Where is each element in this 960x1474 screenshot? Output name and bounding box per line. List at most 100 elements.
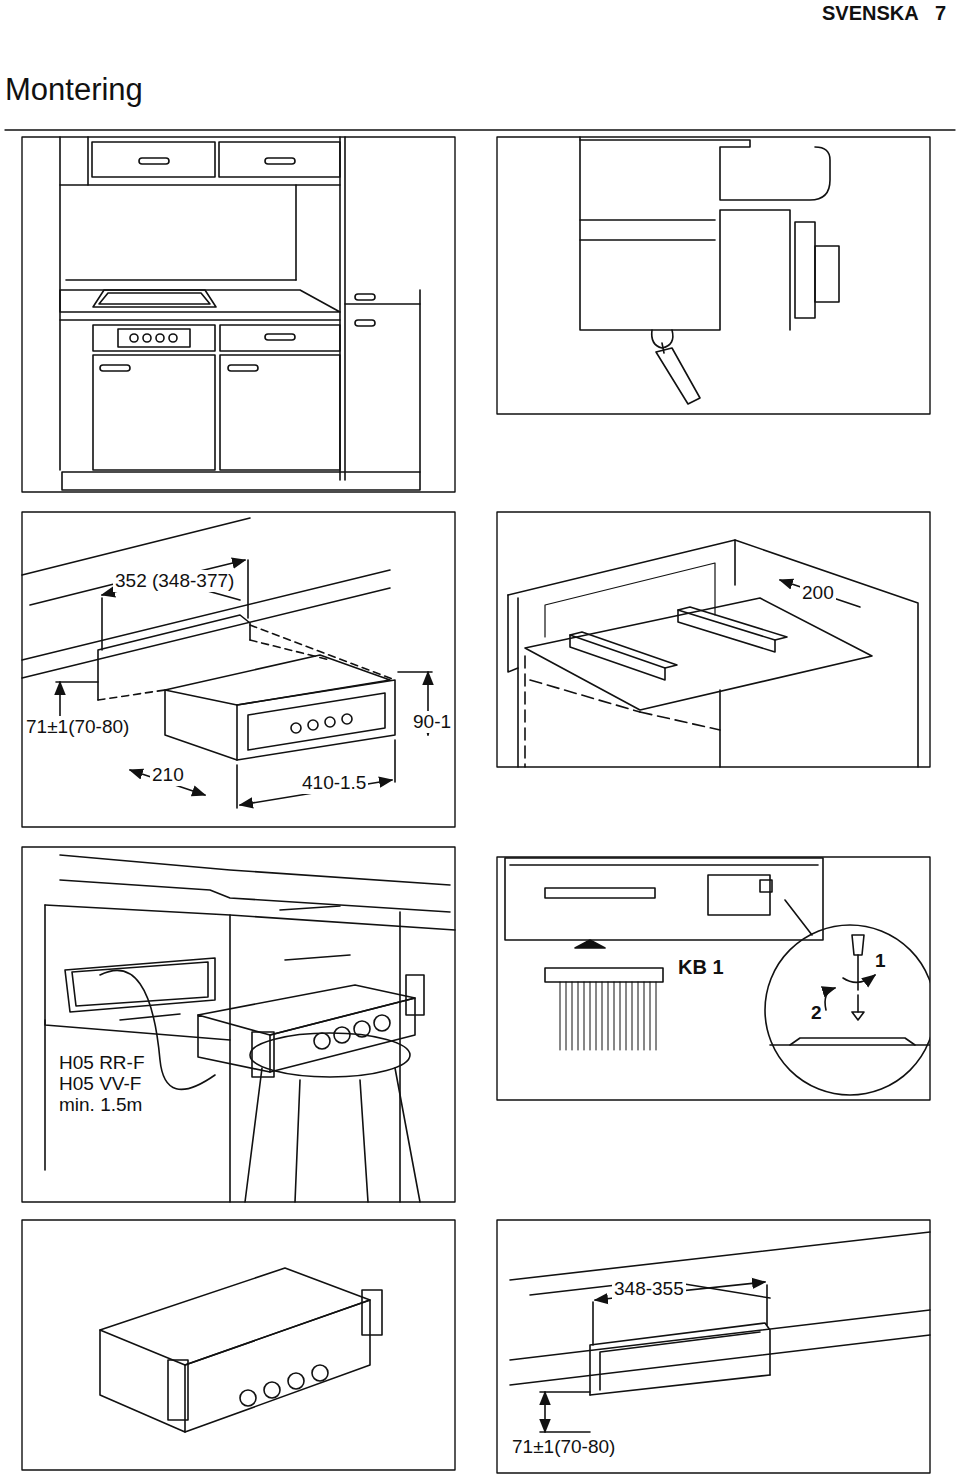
cabinet-strips bbox=[508, 540, 918, 767]
line-art bbox=[344, 137, 346, 480]
line-art bbox=[590, 1375, 770, 1395]
line-art bbox=[120, 1014, 180, 1020]
dimension: 71±1(70-80) bbox=[24, 716, 131, 738]
line-art bbox=[66, 279, 296, 281]
line-art bbox=[248, 693, 385, 750]
line-art bbox=[362, 1290, 382, 1335]
dimension: 348-355 bbox=[612, 1278, 686, 1300]
line-art bbox=[168, 1360, 188, 1420]
line-art bbox=[314, 1033, 330, 1049]
line-art bbox=[510, 864, 818, 866]
cable-spec: H05 RR-F bbox=[57, 1052, 147, 1074]
line-art bbox=[265, 334, 295, 340]
line-art bbox=[570, 632, 677, 668]
line-art bbox=[790, 1038, 915, 1045]
page-title: Montering bbox=[5, 72, 143, 108]
line-art bbox=[22, 570, 390, 660]
line-art bbox=[165, 690, 237, 760]
line-art bbox=[544, 1392, 546, 1432]
line-art bbox=[575, 940, 605, 948]
line-art bbox=[130, 334, 138, 342]
line-art bbox=[102, 560, 245, 595]
dimension: 210 bbox=[150, 764, 186, 786]
line-art bbox=[240, 1390, 256, 1406]
dimension: 410-1.5 bbox=[300, 772, 368, 794]
line-art bbox=[678, 607, 787, 640]
line-art bbox=[62, 472, 420, 490]
line-art bbox=[101, 598, 103, 650]
line-art bbox=[780, 580, 860, 607]
line-art bbox=[394, 740, 396, 782]
line-art bbox=[760, 880, 772, 892]
line-art bbox=[540, 1431, 590, 1433]
line-art bbox=[795, 222, 815, 318]
line-art bbox=[770, 1044, 930, 1046]
line-art bbox=[22, 588, 390, 678]
line-art bbox=[766, 1285, 768, 1325]
dimension: 71±1(70-80) bbox=[510, 1436, 617, 1458]
line-art bbox=[22, 137, 930, 1473]
line-art bbox=[139, 158, 169, 164]
line-art bbox=[220, 325, 340, 351]
line-art bbox=[590, 1323, 770, 1395]
line-art bbox=[250, 640, 330, 660]
line-art bbox=[325, 717, 335, 727]
line-art bbox=[580, 219, 715, 221]
line-art bbox=[143, 334, 151, 342]
line-art bbox=[510, 1310, 930, 1360]
line-art bbox=[265, 158, 295, 164]
line-art bbox=[56, 681, 98, 683]
line-art bbox=[219, 142, 340, 177]
line-art bbox=[60, 319, 340, 321]
line-art bbox=[355, 320, 375, 326]
step-number: 1 bbox=[873, 950, 888, 972]
line-art bbox=[355, 294, 375, 300]
line-art bbox=[342, 714, 352, 724]
line-art bbox=[580, 140, 830, 200]
line-art bbox=[228, 365, 258, 371]
line-art bbox=[765, 925, 930, 1095]
line-art bbox=[291, 723, 301, 733]
line-art bbox=[288, 1373, 304, 1389]
countertop-cutout bbox=[510, 1232, 930, 1432]
line-art bbox=[540, 1391, 590, 1393]
line-art bbox=[857, 955, 859, 990]
line-art bbox=[185, 1300, 370, 1432]
line-art bbox=[236, 765, 238, 808]
line-art bbox=[220, 355, 340, 470]
connector-name: KB 1 bbox=[676, 956, 726, 979]
line-art bbox=[510, 1232, 930, 1280]
line-art bbox=[524, 656, 526, 767]
line-art bbox=[497, 1220, 930, 1473]
line-art bbox=[93, 355, 215, 470]
line-art bbox=[22, 847, 455, 1202]
line-art bbox=[87, 137, 89, 185]
line-art bbox=[560, 982, 656, 1050]
line-art bbox=[497, 512, 930, 767]
line-art bbox=[98, 690, 165, 700]
line-art bbox=[60, 184, 340, 186]
dimension: 352 (348-377) bbox=[113, 570, 236, 592]
line-art bbox=[525, 598, 872, 710]
line-art bbox=[815, 246, 839, 302]
page-number: 7 bbox=[933, 2, 948, 25]
line-art bbox=[765, 925, 930, 1095]
line-art bbox=[229, 915, 231, 1202]
cable-spec: min. 1.5m bbox=[57, 1094, 144, 1116]
line-art bbox=[247, 560, 249, 618]
line-art bbox=[560, 982, 656, 1050]
cable-spec: H05 VV-F bbox=[57, 1073, 143, 1095]
line-art bbox=[60, 880, 450, 912]
line-art bbox=[785, 900, 812, 935]
line-art bbox=[280, 906, 340, 910]
line-art bbox=[505, 858, 823, 940]
line-art bbox=[580, 137, 790, 330]
appliance-perspective bbox=[100, 1268, 382, 1432]
cutout-perspective bbox=[22, 518, 432, 808]
line-art bbox=[719, 690, 721, 767]
line-art bbox=[580, 239, 715, 241]
line-art bbox=[100, 365, 130, 371]
line-art bbox=[156, 334, 164, 342]
section-view bbox=[580, 137, 839, 404]
